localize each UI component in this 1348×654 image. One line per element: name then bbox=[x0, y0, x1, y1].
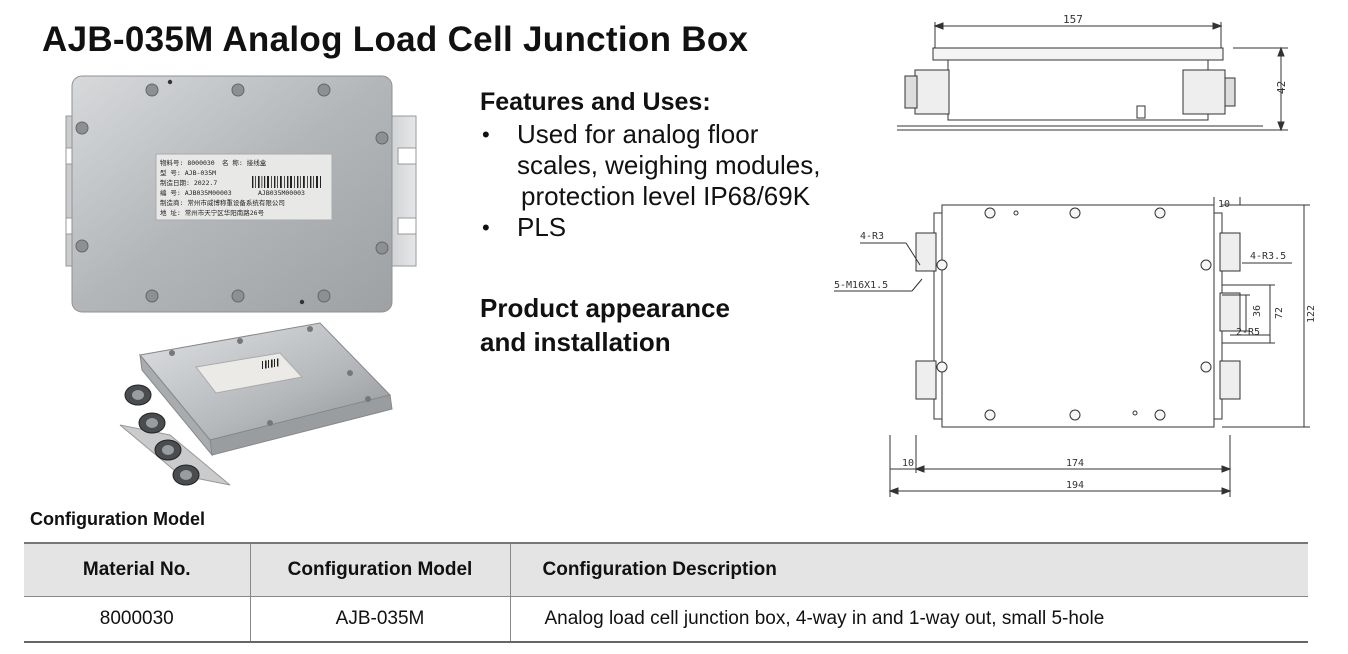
label-barcode-text: AJB035M00003 bbox=[258, 189, 305, 197]
dim-122: 122 bbox=[1306, 305, 1317, 323]
cell-material-no: 8000030 bbox=[24, 596, 250, 643]
junction-box-front-photo: 物料号: 8000030 名 称: 接线盒 型 号: AJB-035M 制造日期… bbox=[65, 75, 417, 313]
config-table: Material No. Configuration Model Configu… bbox=[24, 542, 1308, 643]
page-title: AJB-035M Analog Load Cell Junction Box bbox=[42, 20, 749, 59]
dim-thread: 5-M16X1.5 bbox=[834, 280, 888, 291]
bullet-icon: • bbox=[482, 215, 490, 240]
bullet-icon: • bbox=[482, 122, 490, 147]
dim-corner-radius: 4-R3.5 bbox=[1250, 251, 1286, 262]
label-date: 制造日期: 2022.7 bbox=[160, 178, 217, 187]
dim-36: 36 bbox=[1252, 305, 1263, 317]
feature-line: PLS bbox=[517, 212, 567, 242]
junction-box-perspective-photo bbox=[119, 322, 393, 486]
appearance-line: Product appearance bbox=[480, 293, 730, 323]
dim-bottom-left: 10 bbox=[902, 458, 914, 469]
config-section-title: Configuration Model bbox=[30, 509, 205, 529]
top-view-drawing: 4-R3 5-M16X1.5 10 4-R3.5 36 72 122 2-R5 … bbox=[834, 197, 1317, 497]
features-section: Features and Uses: • Used for analog flo… bbox=[480, 88, 880, 243]
dim-overall-length: 194 bbox=[1066, 480, 1084, 491]
feature-line: scales, weighing modules, bbox=[517, 150, 821, 180]
feature-item: • Used for analog floor scales, weighing… bbox=[480, 119, 880, 212]
dim-slot-radius: 2-R5 bbox=[1236, 327, 1260, 338]
dim-hole-radius: 4-R3 bbox=[860, 231, 884, 242]
table-row: 8000030 AJB-035M Analog load cell juncti… bbox=[24, 596, 1308, 643]
table-header-row: Material No. Configuration Model Configu… bbox=[24, 542, 1308, 597]
label-model: 型 号: AJB-035M bbox=[160, 168, 216, 177]
label-name: 名 称: 接线盒 bbox=[222, 158, 267, 167]
features-heading: Features and Uses: bbox=[480, 88, 711, 116]
dim-side-height: 42 bbox=[1275, 81, 1288, 94]
label-address: 地 址: 常州市天宁区华阳南路26号 bbox=[160, 208, 265, 217]
cell-config-description: Analog load cell junction box, 4-way in … bbox=[509, 596, 1308, 643]
appearance-line: and installation bbox=[480, 327, 671, 357]
label-material: 物料号: 8000030 bbox=[160, 158, 215, 167]
label-serial: 编 号: AJB035M00003 bbox=[160, 188, 232, 197]
dim-inner-length: 174 bbox=[1066, 458, 1084, 469]
header-material-no: Material No. bbox=[24, 542, 250, 597]
label-maker: 制造商: 常州市威博称重设备系统有限公司 bbox=[160, 198, 285, 207]
barcode-icon bbox=[252, 176, 321, 188]
header-config-model: Configuration Model bbox=[249, 542, 510, 597]
dim-72: 72 bbox=[1274, 307, 1285, 319]
dim-side-width: 157 bbox=[1063, 13, 1083, 26]
cell-config-model: AJB-035M bbox=[249, 596, 510, 643]
appearance-heading: Product appearance and installation bbox=[480, 291, 810, 359]
feature-line: protection level IP68/69K bbox=[521, 181, 811, 211]
header-config-description: Configuration Description bbox=[509, 542, 1308, 597]
feature-item: • PLS bbox=[480, 212, 880, 243]
side-view-drawing: 157 42 bbox=[897, 13, 1288, 132]
features-list: • Used for analog floor scales, weighing… bbox=[480, 119, 880, 243]
feature-line: Used for analog floor bbox=[517, 119, 759, 149]
